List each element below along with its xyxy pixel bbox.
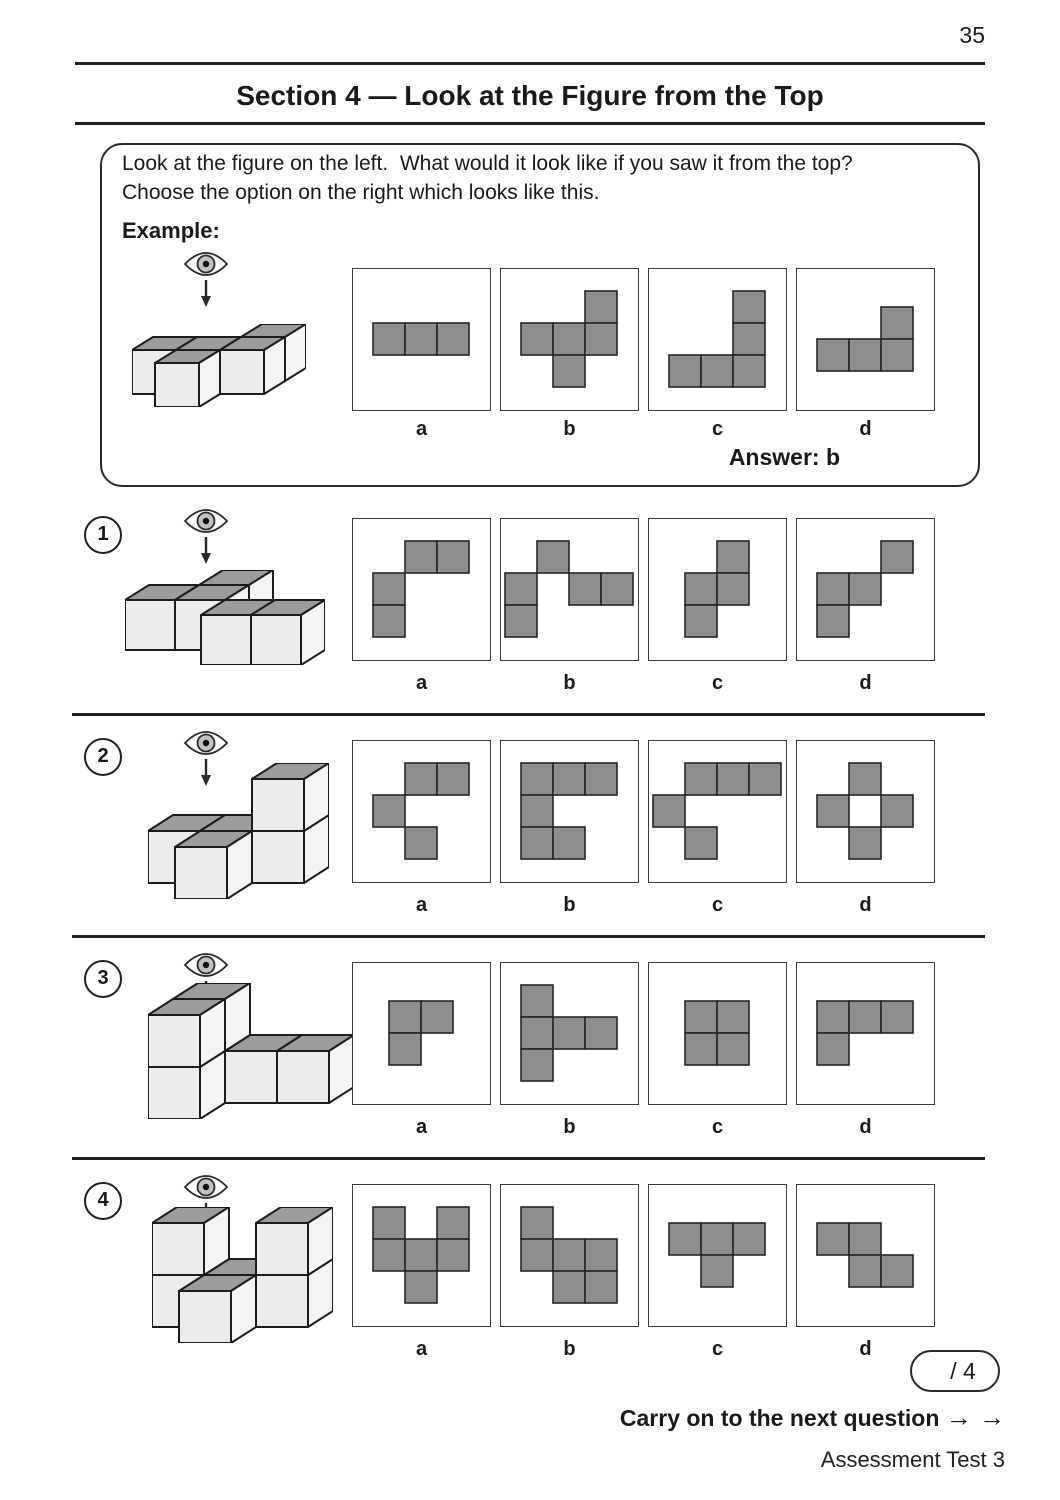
example-option-c[interactable] <box>648 268 787 411</box>
example-option-b[interactable] <box>500 268 639 411</box>
top-view-shape <box>372 540 470 638</box>
top-view-shape <box>816 1000 914 1066</box>
q3-option-label-a: a <box>415 1116 428 1138</box>
top-view-shape <box>520 1206 618 1304</box>
top-view-shape <box>372 762 470 860</box>
eye-icon <box>183 509 229 564</box>
eye-icon <box>183 252 229 307</box>
q1-option-d[interactable] <box>796 518 935 661</box>
q2-option-label-d: d <box>859 894 872 916</box>
carry-on-note: Carry on to the next question → → <box>405 1402 1005 1433</box>
top-view-shape <box>652 762 782 860</box>
question-number-3: 3 <box>84 960 122 998</box>
question-number-4: 4 <box>84 1182 122 1220</box>
q4-option-d[interactable] <box>796 1184 935 1327</box>
q1-option-a[interactable] <box>352 518 491 661</box>
q4-option-c[interactable] <box>648 1184 787 1327</box>
instructions-line-2: Choose the option on the right which loo… <box>122 181 600 204</box>
top-view-shape <box>520 984 618 1082</box>
question-divider <box>72 935 985 938</box>
example-option-label-b: b <box>563 418 576 440</box>
top-view-shape <box>816 306 914 372</box>
q1-option-b[interactable] <box>500 518 639 661</box>
example-option-d[interactable] <box>796 268 935 411</box>
example-option-label-c: c <box>711 418 724 440</box>
question-3-cube-figure <box>148 983 354 1119</box>
top-view-shape <box>372 322 470 356</box>
example-cube-figure <box>132 324 306 407</box>
q3-option-c[interactable] <box>648 962 787 1105</box>
q4-option-label-c: c <box>711 1338 724 1360</box>
q4-option-label-a: a <box>415 1338 428 1360</box>
top-view-shape <box>684 1000 750 1066</box>
example-answer: Answer: b <box>728 444 840 470</box>
q3-option-b[interactable] <box>500 962 639 1105</box>
q3-option-label-b: b <box>563 1116 576 1138</box>
question-1-cube-figure <box>125 570 325 665</box>
top-view-shape <box>816 540 914 638</box>
question-2-cube-figure <box>148 763 329 899</box>
q1-option-c[interactable] <box>648 518 787 661</box>
q3-option-label-c: c <box>711 1116 724 1138</box>
top-view-shape <box>816 1222 914 1288</box>
q4-option-a[interactable] <box>352 1184 491 1327</box>
footer-test-name: Assessment Test 3 <box>820 1447 1005 1472</box>
section-title: Section 4 — Look at the Figure from the … <box>236 80 824 111</box>
q3-option-a[interactable] <box>352 962 491 1105</box>
top-view-shape <box>520 762 618 860</box>
arrow-down-icon <box>201 759 211 786</box>
top-view-shape <box>504 540 634 638</box>
instructions-line-1: Look at the figure on the left. What wou… <box>122 152 853 175</box>
title-rule <box>75 122 985 125</box>
top-view-shape <box>684 540 750 638</box>
q2-option-a[interactable] <box>352 740 491 883</box>
carry-on-text: Carry on to the next question <box>619 1405 940 1431</box>
top-view-shape <box>668 290 766 388</box>
q1-option-label-c: c <box>711 672 724 694</box>
example-option-label-a: a <box>415 418 428 440</box>
example-option-label-d: d <box>859 418 872 440</box>
top-view-shape <box>668 1222 766 1288</box>
q1-option-label-d: d <box>859 672 872 694</box>
top-view-shape <box>816 762 914 860</box>
question-divider <box>72 1157 985 1160</box>
q2-option-label-c: c <box>711 894 724 916</box>
example-label: Example: <box>122 218 220 243</box>
top-view-shape <box>372 1206 470 1304</box>
top-view-shape <box>388 1000 454 1066</box>
arrow-down-icon <box>201 537 211 564</box>
example-option-a[interactable] <box>352 268 491 411</box>
question-divider <box>72 713 985 716</box>
q4-option-b[interactable] <box>500 1184 639 1327</box>
q3-option-d[interactable] <box>796 962 935 1105</box>
question-number-2: 2 <box>84 738 122 776</box>
top-rule <box>75 62 985 65</box>
q2-option-label-b: b <box>563 894 576 916</box>
top-view-shape <box>520 290 618 388</box>
question-number-1: 1 <box>84 516 122 554</box>
q2-option-c[interactable] <box>648 740 787 883</box>
q3-option-label-d: d <box>859 1116 872 1138</box>
question-4-cube-figure <box>152 1207 333 1343</box>
eye-icon <box>183 731 229 786</box>
score-box: / 4 <box>910 1350 1000 1392</box>
arrow-down-icon <box>201 280 211 307</box>
page-number: 35 <box>959 22 985 48</box>
arrow-right-icon: → → <box>945 1402 1005 1432</box>
q2-option-d[interactable] <box>796 740 935 883</box>
q4-option-label-d: d <box>859 1338 872 1360</box>
q1-option-label-a: a <box>415 672 428 694</box>
q2-option-b[interactable] <box>500 740 639 883</box>
q1-option-label-b: b <box>563 672 576 694</box>
q2-option-label-a: a <box>415 894 428 916</box>
q4-option-label-b: b <box>563 1338 576 1360</box>
